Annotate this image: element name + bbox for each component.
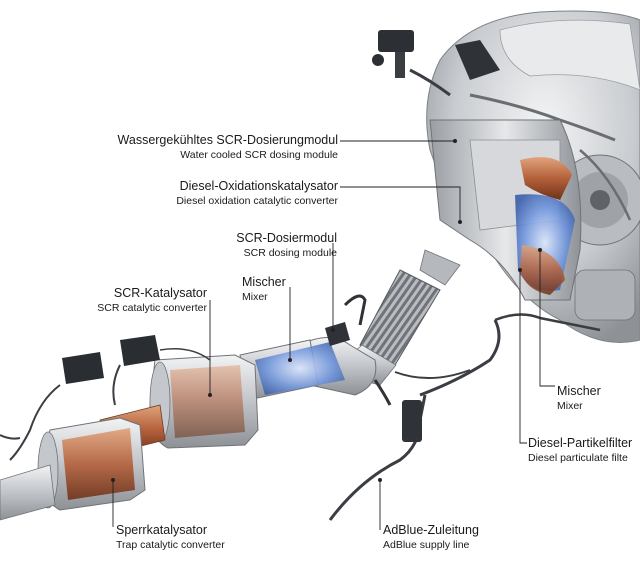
sensors-wiring xyxy=(0,335,211,461)
label-mixer-rear: Mischer Mixer xyxy=(557,384,601,414)
label-en: Trap catalytic converter xyxy=(116,539,225,551)
label-de: Mischer xyxy=(557,384,601,398)
doc-dpf-canister xyxy=(429,119,582,301)
label-de: SCR-Katalysator xyxy=(113,286,207,300)
label-en: Diesel particulate filte xyxy=(528,452,628,464)
label-en: Mixer xyxy=(557,400,583,412)
mixer-section xyxy=(239,294,392,406)
label-de: Diesel-Partikelfilter xyxy=(528,436,633,450)
label-de: AdBlue-Zuleitung xyxy=(383,523,479,537)
label-scr-cat: SCR-Katalysator SCR catalytic converter xyxy=(97,286,207,316)
tail-pipe xyxy=(0,464,56,521)
label-de: Mischer xyxy=(242,275,286,289)
label-en: Diesel oxidation catalytic converter xyxy=(176,195,338,207)
scr-catalyst-can xyxy=(149,354,259,449)
adblue-line xyxy=(328,313,601,521)
label-en: SCR dosing module xyxy=(243,247,337,259)
label-de: Wassergekühltes SCR-Dosierungmodul xyxy=(117,133,338,147)
label-trap-cat: Sperrkatalysator Trap catalytic converte… xyxy=(116,523,225,553)
label-de: Diesel-Oxidationskatalysator xyxy=(179,179,338,193)
label-de: Sperrkatalysator xyxy=(116,523,208,537)
label-en: Mixer xyxy=(242,291,268,303)
label-mixer-front: Mischer Mixer xyxy=(242,275,286,305)
label-adblue-line: AdBlue-Zuleitung AdBlue supply line xyxy=(383,523,479,553)
label-en: SCR catalytic converter xyxy=(97,302,207,314)
label-scr-dosing: SCR-Dosiermodul SCR dosing module xyxy=(236,231,337,261)
leader-lines xyxy=(112,140,555,530)
label-en: Water cooled SCR dosing module xyxy=(180,149,338,161)
label-en: AdBlue supply line xyxy=(383,539,470,551)
leader-dots xyxy=(111,139,542,482)
label-dpf: Diesel-Partikelfilter Diesel particulate… xyxy=(528,436,632,466)
label-de: SCR-Dosiermodul xyxy=(236,231,337,245)
label-doc: Diesel-Oxidationskatalysator Diesel oxid… xyxy=(176,179,338,209)
label-scr-dosing-water: Wassergekühltes SCR-Dosierungmodul Water… xyxy=(118,133,338,163)
